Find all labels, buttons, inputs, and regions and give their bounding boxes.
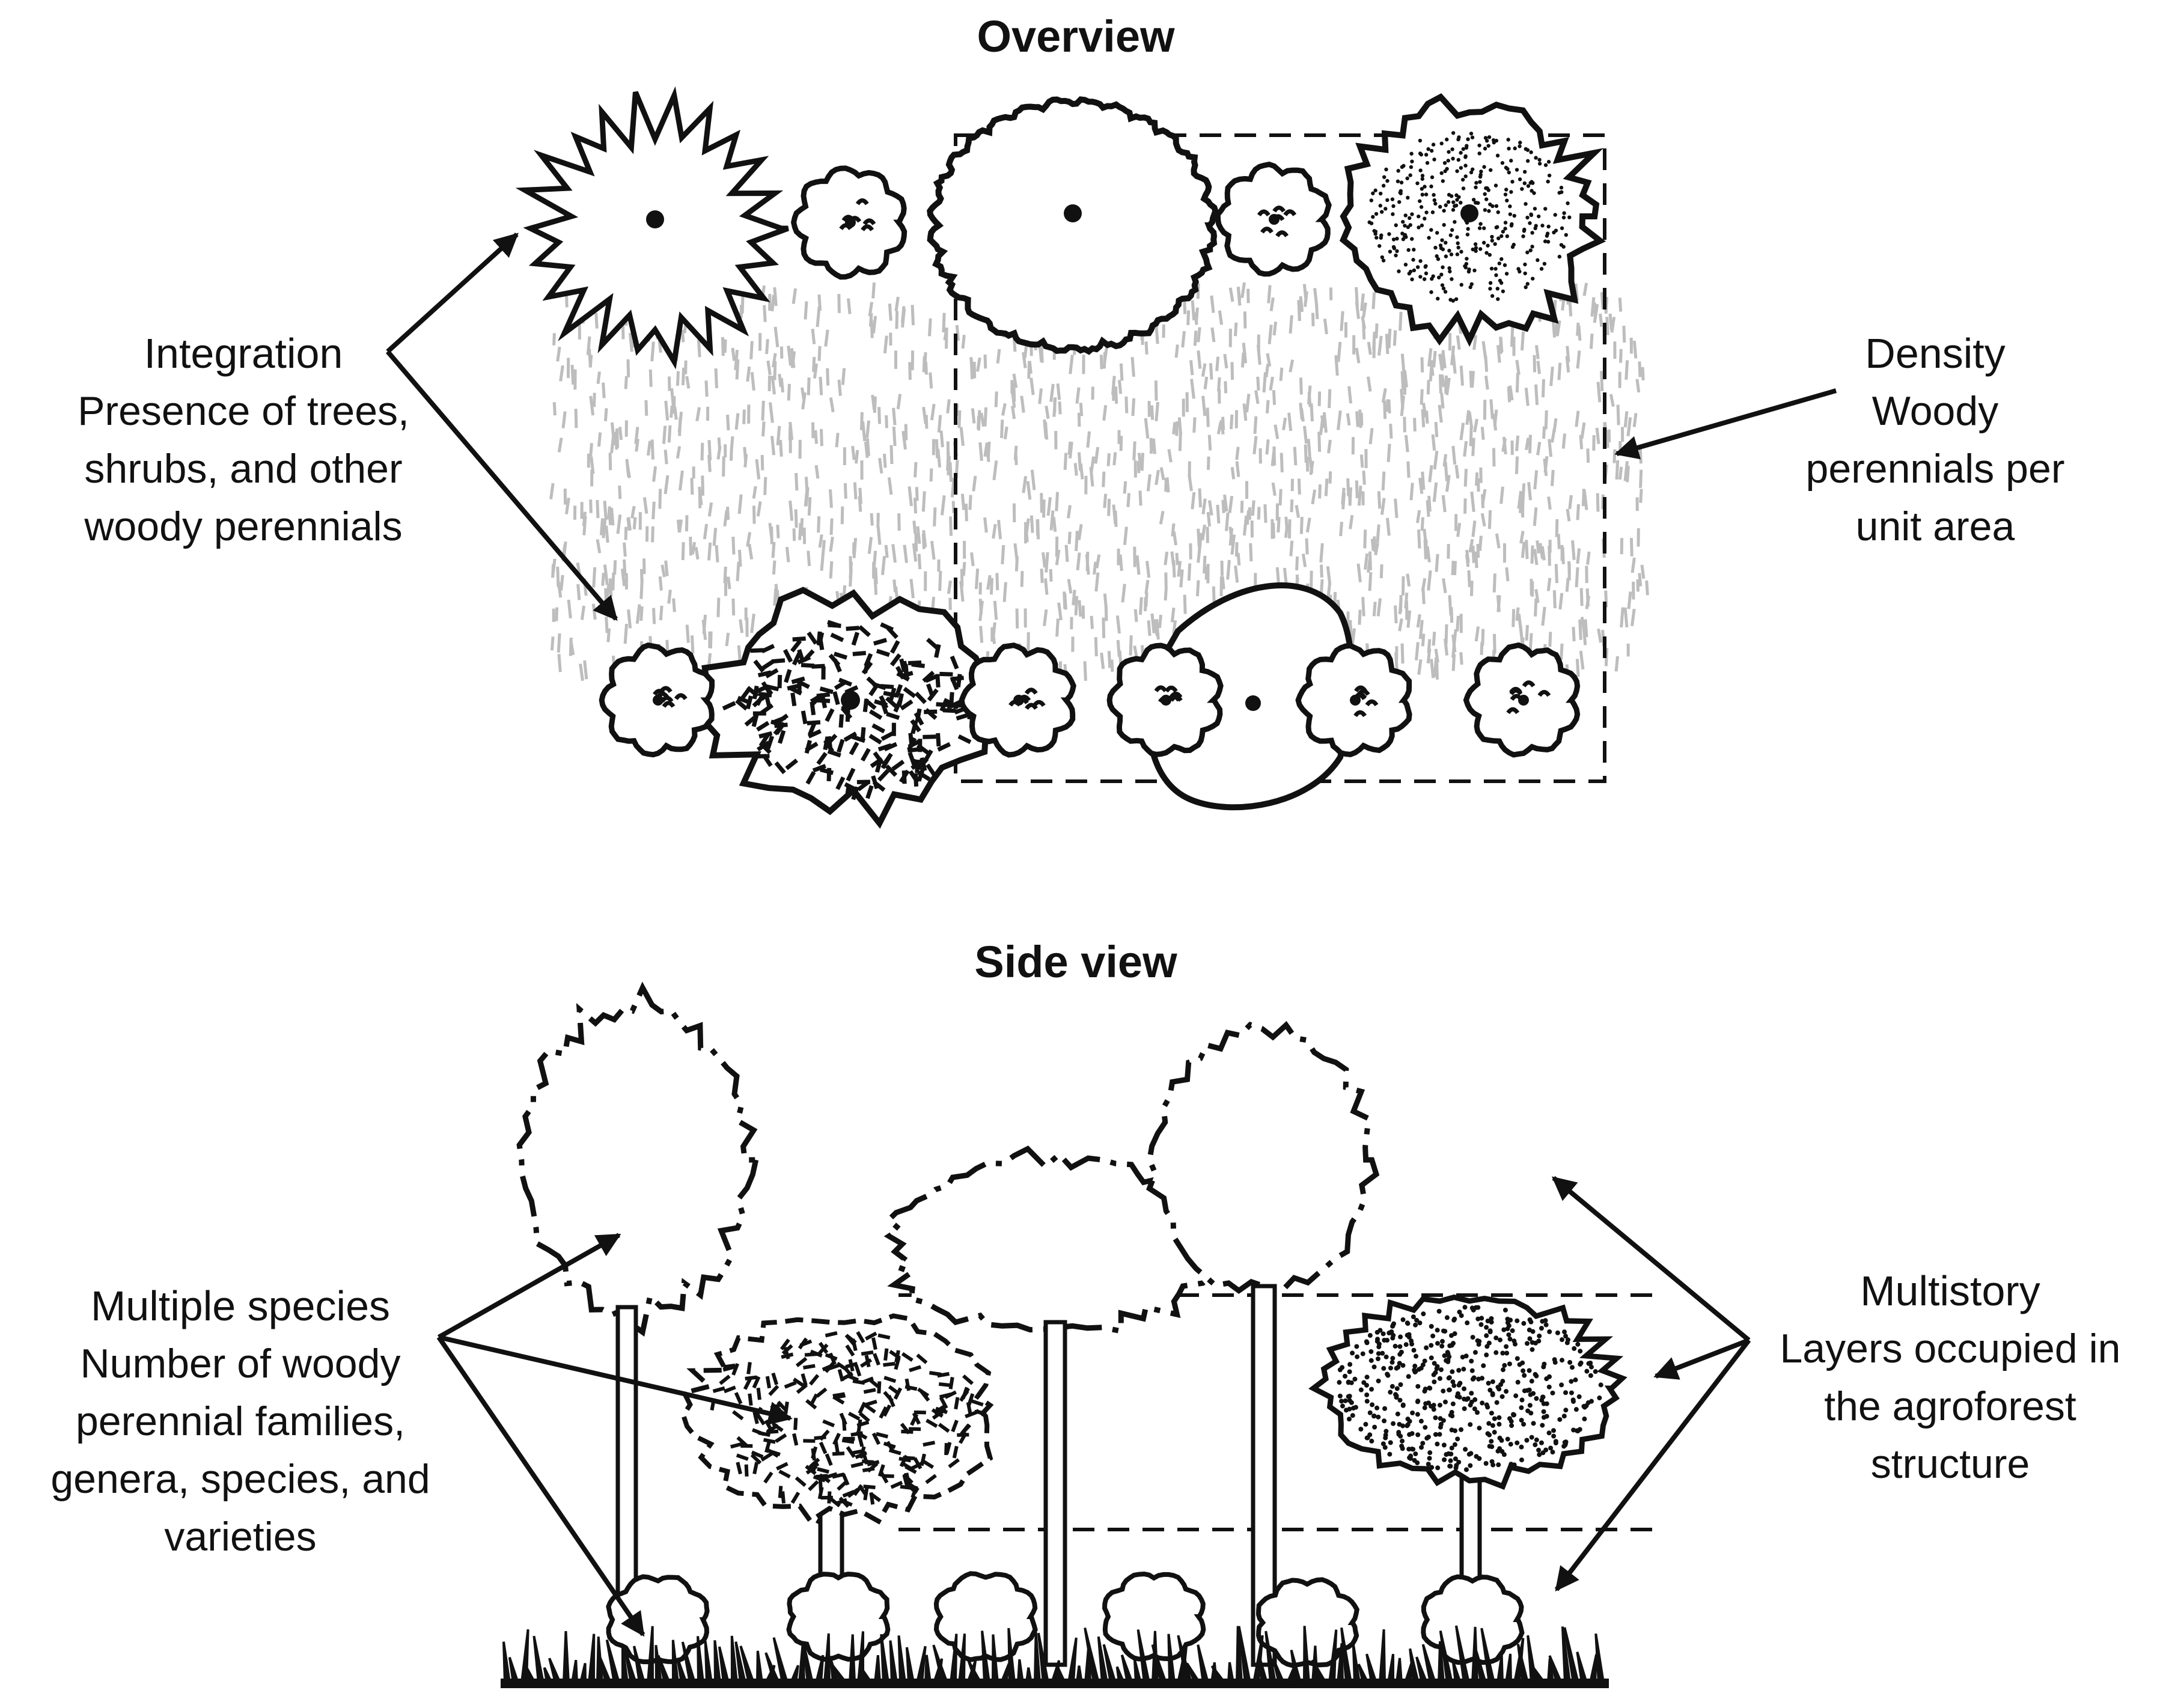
density-line-1: Woody [1872,388,1999,434]
multistory-line-2: the agroforest [1824,1383,2076,1429]
density-label: Density Woody perennials per unit area [1731,325,2140,555]
integration-line-1: Presence of trees, [78,388,409,434]
integration-heading: Integration [144,330,343,377]
smooth-tree-canopy [1145,582,1355,811]
integration-label: Integration Presence of trees, shrubs, a… [24,325,463,555]
multistory-line-3: structure [1870,1441,2030,1487]
shrub [1295,642,1412,757]
side-view-title: Side view [974,937,1177,987]
multistory-label: Multistory Layers occupied in the agrofo… [1731,1262,2170,1493]
hatched-small-tree [680,1313,994,1613]
density-line-2: perennials per [1805,446,2065,492]
wide-canopy-tree [883,1145,1223,1667]
ground-grass-hatching [549,282,1649,684]
side-profile [501,981,1665,1688]
spiky-tree-canopy [515,86,789,370]
shrub [959,642,1076,758]
density-heading: Density [1865,330,2006,377]
tall-tree [516,981,760,1610]
multiple-species-line-2: perennial families, [75,1398,406,1444]
stippled-tree-canopy [1339,93,1606,347]
multiple-species-line-4: varieties [164,1514,317,1560]
shrub [1106,642,1224,757]
integration-line-3: woody perennials [84,504,403,549]
multiple-species-line-1: Number of woody [80,1341,401,1386]
shrub [1215,161,1332,277]
integration-line-2: shrubs, and other [84,446,403,492]
ground-grass [501,1625,1609,1688]
multiple-species-line-3: genera, species, and [50,1456,430,1502]
tallest-tree [1146,1020,1380,1667]
density-line-3: unit area [1855,504,2015,549]
shrub-clusters [599,161,1581,758]
round-tree-canopy [927,96,1219,355]
shrub [1463,642,1581,758]
stippled-mid-tree [1308,1294,1627,1661]
shrub [790,165,908,280]
overview-plan [515,86,1606,829]
shrub [599,642,715,758]
multiple-species-label: Multiple species Number of woody perenni… [0,1277,481,1566]
overview-title: Overview [977,11,1175,61]
annotation-arrows [385,233,1837,1637]
multiple-species-heading: Multiple species [91,1283,390,1329]
hatched-tree-canopy [691,587,1007,829]
multistory-line-1: Layers occupied in [1780,1326,2121,1371]
multistory-heading: Multistory [1860,1267,2040,1314]
